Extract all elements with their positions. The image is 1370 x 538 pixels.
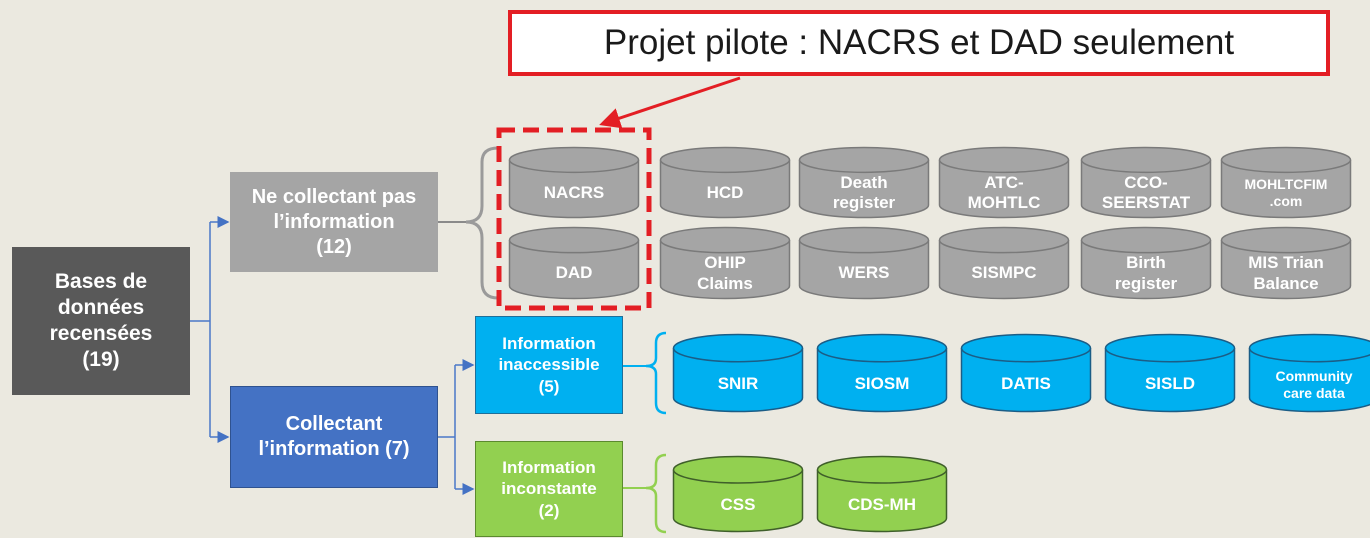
database-label: SNIR — [717, 374, 759, 394]
database-cylinder: HCD — [659, 146, 791, 219]
database-cylinder: OHIP Claims — [659, 226, 791, 300]
database-label: CDS-MH — [848, 495, 916, 515]
database-label: Birth register — [1114, 253, 1178, 293]
database-cylinder: CCO- SEERSTAT — [1080, 146, 1212, 219]
database-label: DAD — [555, 263, 593, 283]
inconstant-box: Information inconstante (2) — [475, 441, 623, 537]
gray-brace — [465, 146, 499, 300]
pilot-arrow — [599, 76, 741, 129]
database-cylinder: Birth register — [1080, 226, 1212, 300]
database-cylinder: MOHLTCFIM .com — [1220, 146, 1352, 219]
root-connector — [190, 216, 230, 443]
database-label: Death register — [832, 172, 896, 212]
database-cylinder: SISMPC — [938, 226, 1070, 300]
database-label: DATIS — [1001, 374, 1051, 394]
database-cylinder: DATIS — [960, 333, 1092, 413]
database-label: MOHLTCFIM .com — [1244, 176, 1328, 209]
database-label: HCD — [706, 182, 744, 202]
database-cylinder: WERS — [798, 226, 930, 300]
collecting-connector — [438, 359, 475, 495]
database-cylinder: SISLD — [1104, 333, 1236, 413]
database-cylinder: NACRS — [508, 146, 640, 219]
database-cylinder: Community care data — [1248, 333, 1370, 413]
database-label: SISLD — [1144, 374, 1196, 394]
collecting-box: Collectant l’information (7) — [230, 386, 438, 488]
database-label: CSS — [720, 495, 756, 515]
database-cylinder: CDS-MH — [816, 455, 948, 533]
cyan-brace — [645, 331, 667, 415]
database-cylinder: SIOSM — [816, 333, 948, 413]
database-label: NACRS — [543, 182, 605, 202]
database-cylinder: DAD — [508, 226, 640, 300]
database-label: ATC- MOHTLC — [967, 172, 1041, 212]
not-collecting-box: Ne collectant pas l’information (12) — [230, 172, 438, 272]
database-label: OHIP Claims — [697, 253, 753, 293]
green-brace — [645, 453, 667, 534]
database-cylinder: CSS — [672, 455, 804, 533]
database-cylinder: SNIR — [672, 333, 804, 413]
database-label: SISMPC — [971, 263, 1037, 283]
database-cylinder: MIS Trian Balance — [1220, 226, 1352, 300]
database-cylinder: ATC- MOHTLC — [938, 146, 1070, 219]
database-cylinder: Death register — [798, 146, 930, 219]
database-label: MIS Trian Balance — [1248, 253, 1324, 293]
pilot-highlight-frame — [496, 127, 652, 311]
pilot-project-title: Projet pilote : NACRS et DAD seulement — [508, 10, 1330, 76]
database-label: Community care data — [1275, 367, 1353, 401]
database-label: WERS — [838, 263, 890, 283]
database-label: CCO- SEERSTAT — [1101, 172, 1191, 212]
root-databases-box: Bases de données recensées (19) — [12, 247, 190, 395]
database-label: SIOSM — [854, 374, 910, 394]
inaccessible-box: Information inaccessible (5) — [475, 316, 623, 414]
